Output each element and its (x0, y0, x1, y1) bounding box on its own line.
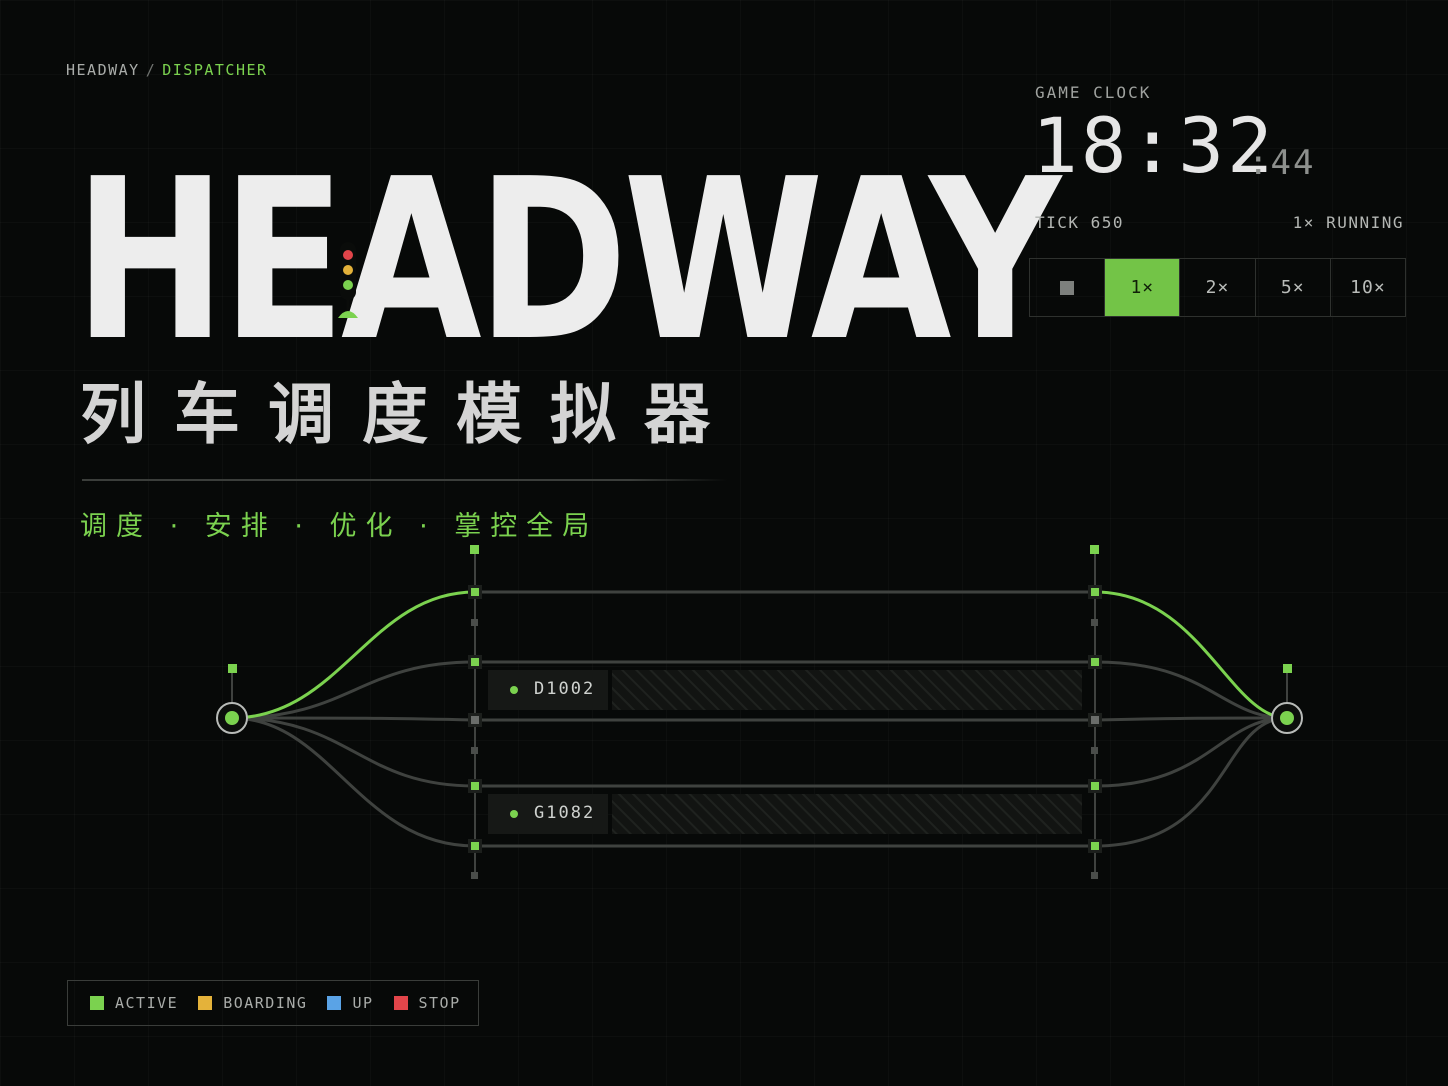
tick-counter: TICK 650 (1035, 213, 1125, 232)
legend-swatch (90, 996, 104, 1010)
stop-button[interactable] (1030, 259, 1106, 316)
curve-west-2 (231, 660, 476, 720)
train-status-dot-d1002 (510, 686, 518, 694)
train-label-d1002[interactable]: D1002 (534, 679, 596, 699)
breadcrumb: HEADWAY / DISPATCHER (66, 61, 268, 79)
curve-east-2 (1094, 660, 1288, 720)
train-body-d1002[interactable] (612, 670, 1082, 710)
curve-west-3 (231, 716, 476, 722)
train-block-d1002[interactable] (488, 670, 608, 710)
legend-item-boarding: BOARDING (198, 994, 307, 1012)
game-title: HEADWAY (74, 132, 1061, 390)
legend-item-up: UP (327, 994, 373, 1012)
stop-icon (1060, 280, 1075, 295)
clock-seconds: :44 (1248, 143, 1316, 183)
signal-west-entry[interactable] (228, 664, 237, 673)
legend-swatch (198, 996, 213, 1010)
legend-item-stop: STOP (393, 994, 461, 1012)
curve-west-active (231, 590, 476, 720)
signal-east-top[interactable] (1090, 545, 1099, 554)
breadcrumb-current: DISPATCHER (162, 61, 268, 79)
legend-swatch (327, 996, 342, 1010)
tagline: 调度 · 安排 · 优化 · 掌控全局 (80, 511, 599, 542)
curve-west-5 (231, 716, 476, 848)
legend: ACTIVE BOARDING UP STOP (67, 980, 479, 1026)
train-label-g1082[interactable]: G1082 (534, 803, 596, 823)
game-subtitle: 列车调度模拟器 (80, 376, 738, 453)
train-block-g1082[interactable] (488, 794, 608, 834)
curve-east-3 (1094, 716, 1288, 722)
signal-west-top[interactable] (470, 545, 479, 554)
clock-time: 18:32 (1032, 101, 1276, 190)
speed-5x-button[interactable]: 5× (1256, 259, 1331, 316)
curve-east-4 (1094, 716, 1288, 788)
curve-east-active (1094, 590, 1288, 720)
traffic-signal-icon (338, 242, 358, 318)
speed-2x-button[interactable]: 2× (1180, 259, 1256, 316)
breadcrumb-root[interactable]: HEADWAY (66, 61, 140, 79)
train-status-dot-g1082 (510, 810, 518, 818)
title-divider (82, 479, 727, 481)
run-status: 1× RUNNING (1292, 213, 1404, 232)
legend-item-active: ACTIVE (90, 994, 178, 1012)
breadcrumb-separator: / (145, 61, 157, 79)
curve-west-4 (231, 716, 476, 788)
speed-1x-button[interactable]: 1× (1105, 259, 1181, 316)
legend-swatch (393, 996, 408, 1010)
curve-east-5 (1094, 716, 1288, 848)
signal-east-entry[interactable] (1283, 664, 1292, 673)
train-body-g1082[interactable] (612, 794, 1082, 834)
speed-control: 1× 2× 5× 10× (1029, 258, 1406, 317)
clock-label: GAME CLOCK (1035, 83, 1152, 102)
speed-10x-button[interactable]: 10× (1350, 277, 1386, 298)
track-map (10, 545, 1430, 879)
